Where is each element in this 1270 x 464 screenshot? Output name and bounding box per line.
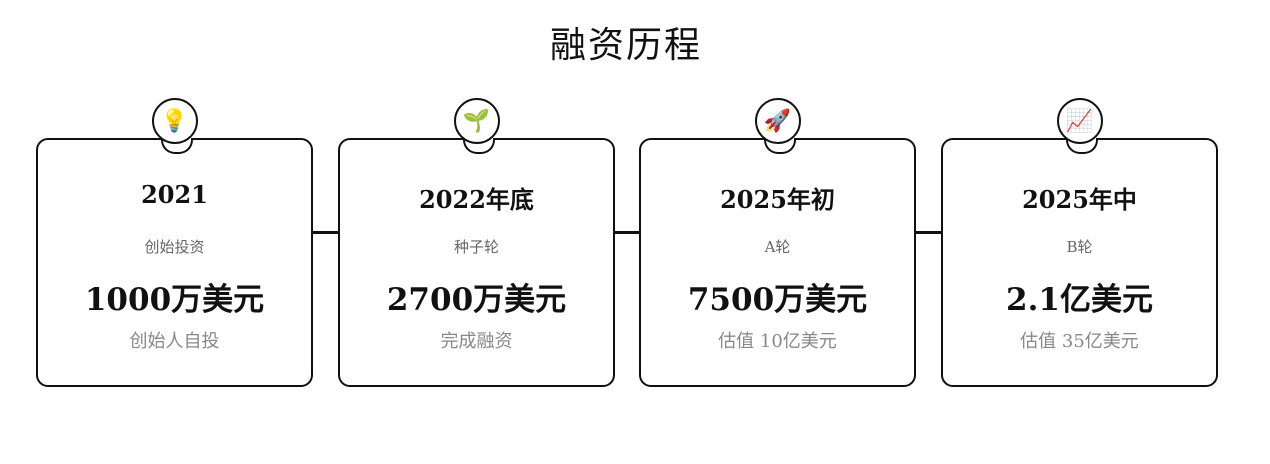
milestone-card-2021: 💡 2021 创始投资 1000万美元 创始人自投 xyxy=(36,98,313,387)
milestone-year: 2025年中 xyxy=(1022,185,1137,214)
milestone-note: 估值 35亿美元 xyxy=(1020,331,1139,352)
milestone-amount: 7500万美元 xyxy=(687,282,868,318)
milestone-card-2022: 🌱 2022年底 种子轮 2700万美元 完成融资 xyxy=(338,98,615,387)
milestone-round: B轮 xyxy=(1066,238,1093,256)
connector-line xyxy=(916,231,942,234)
page-title: 融资历程 xyxy=(549,25,702,66)
milestone-note: 完成融资 xyxy=(440,331,513,352)
milestone-year: 2025年初 xyxy=(720,185,835,214)
milestone-round: A轮 xyxy=(764,238,791,256)
lightbulb-icon: 💡 xyxy=(151,98,198,144)
chart-increasing-icon: 📈 xyxy=(1056,98,1103,144)
milestone-card-2025-early: 🚀 2025年初 A轮 7500万美元 估值 10亿美元 xyxy=(639,98,916,387)
rocket-icon: 🚀 xyxy=(754,98,801,144)
milestone-card-2025-mid: 📈 2025年中 B轮 2.1亿美元 估值 35亿美元 xyxy=(941,98,1218,387)
milestone-amount: 1000万美元 xyxy=(84,282,265,318)
milestone-round: 创始投资 xyxy=(144,238,205,256)
milestone-amount: 2700万美元 xyxy=(386,282,567,318)
milestone-round: 种子轮 xyxy=(453,238,499,256)
milestone-note: 创始人自投 xyxy=(129,331,220,352)
seedling-icon: 🌱 xyxy=(453,98,500,144)
connector-line xyxy=(313,231,339,234)
milestone-year: 2021 xyxy=(141,180,208,209)
milestone-note: 估值 10亿美元 xyxy=(718,331,837,352)
milestone-year: 2022年底 xyxy=(419,185,534,214)
connector-line xyxy=(614,231,640,234)
milestone-amount: 2.1亿美元 xyxy=(1006,282,1153,318)
